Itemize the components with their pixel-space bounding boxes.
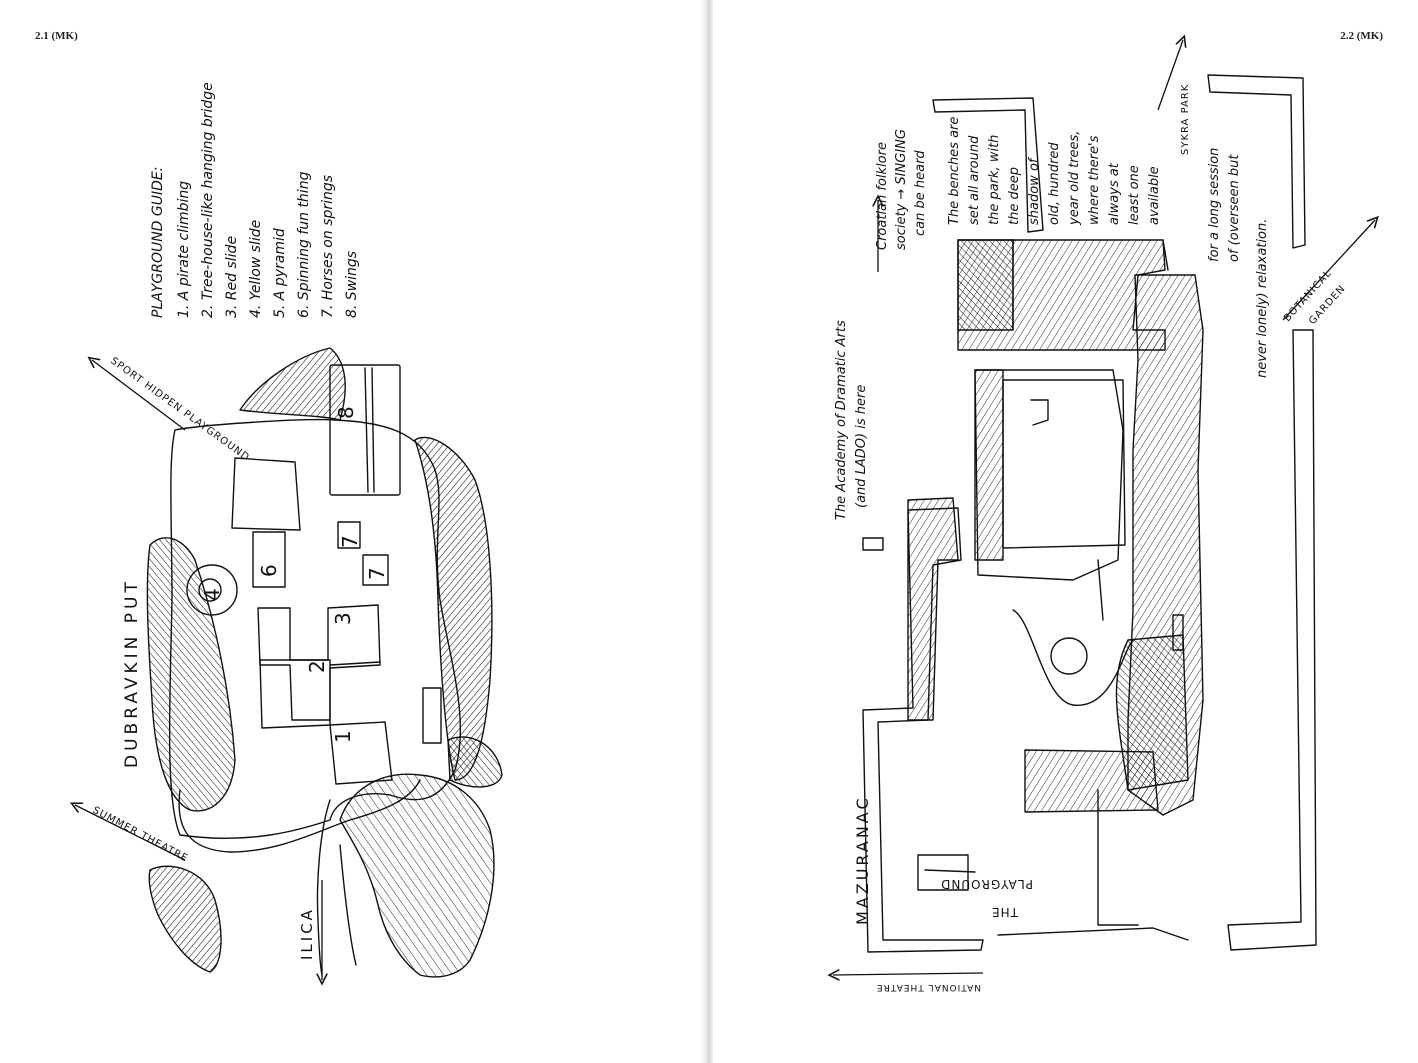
ilica-road — [318, 800, 331, 975]
street-ilica: ILICA — [298, 907, 316, 960]
equipment-6-circle — [187, 565, 237, 615]
playground-label-name: PLAYGROUND — [940, 877, 1033, 891]
arc-inner — [340, 845, 356, 965]
guide-title: PLAYGROUND GUIDE: — [150, 167, 166, 318]
playground-block — [918, 855, 968, 890]
guide-item-6: 6. Spinning fun thing — [296, 171, 312, 318]
marker-7b: 7 — [365, 567, 389, 580]
academy-note-line-1: The Academy of Dramatic Arts — [834, 320, 849, 520]
marker-8: 8 — [334, 406, 358, 419]
block-left-edge — [863, 508, 983, 952]
trees-top — [240, 348, 345, 420]
folk-note-line-3: can be heard — [913, 150, 928, 236]
equipment-7a-frame — [338, 522, 360, 548]
benches-note-line-2: set all around — [967, 135, 982, 225]
marker-3: 3 — [331, 612, 355, 625]
block-right-edge — [1228, 330, 1316, 950]
trees-arc — [340, 774, 494, 977]
guide-item-8: 8. Swings — [344, 251, 360, 318]
marker-6: 4 — [200, 588, 224, 601]
page-folio-right: 2.2 (MK) — [1340, 30, 1383, 42]
marker-1: 1 — [331, 730, 355, 743]
folk-note-line-2: society → SINGING — [894, 129, 909, 250]
marker-4: 6 — [257, 564, 281, 577]
left-page: 2.1 (MK) — [0, 0, 705, 1063]
park-center-inner — [1003, 380, 1125, 548]
guide-item-7: 7. Horses on springs — [320, 175, 336, 318]
page-folio-left: 2.1 (MK) — [35, 30, 78, 42]
street-mazuranac: MAZURANAC — [853, 795, 872, 925]
equipment-4-frame — [253, 532, 285, 587]
guide-item-4: 4. Yellow slide — [248, 220, 264, 318]
park-diag-hatch — [1116, 635, 1188, 790]
small-bench — [423, 688, 441, 743]
park-section-center — [975, 370, 1123, 580]
playground-sketch: 8 7 7 6 4 3 2 1 DUBRAVKIN PUT ILICA SPOR… — [0, 82, 705, 1063]
street-dubravkin-put: DUBRAVKIN PUT — [122, 578, 142, 768]
park-section-left — [908, 498, 958, 720]
benches-note-line-1: The benches are — [947, 117, 962, 225]
guide-item-5: 5. A pyramid — [272, 228, 288, 318]
benches-note-line-4: the deep — [1007, 167, 1022, 225]
park-section-center-hatch — [975, 370, 1003, 560]
trees-dubravkin — [147, 538, 235, 811]
block-top-right — [1208, 75, 1305, 248]
arrow-label-sykra-park: SYKRA PARK — [1180, 84, 1191, 155]
arrow-label-national-theatre: NATIONAL THEATRE — [876, 982, 981, 992]
park-sketch: The Academy of Dramatic Arts (and LADO) … — [713, 0, 1418, 992]
benches-note-line-3: the park, with — [987, 135, 1002, 225]
fountain — [1051, 638, 1087, 674]
marker-2: 2 — [305, 660, 329, 673]
guide-item-1: 1. A pirate climbing — [176, 181, 192, 318]
benches-note-line-9: always at — [1107, 162, 1122, 225]
benches-note-line-12: for a long session — [1207, 148, 1222, 262]
benches-note-line-8: where there's — [1087, 135, 1102, 225]
guide-item-3: 3. Red slide — [224, 236, 240, 318]
trees-right — [415, 437, 492, 780]
playground-label-the: THE — [991, 905, 1019, 919]
trees-right-dark — [448, 737, 502, 787]
equipment-8-frame — [330, 365, 400, 495]
right-page: 2.2 (MK) — [713, 0, 1418, 1063]
benches-note-line-5: shadow of — [1027, 156, 1042, 225]
benches-note-line-14: never lonely) relaxation. — [1255, 219, 1270, 378]
folk-note-line-1: Croatian folklore — [875, 142, 890, 250]
equipment-7b-frame — [363, 555, 388, 585]
arrow-label-summer-theatre: SUMMER THEATRE — [91, 805, 190, 865]
guide-item-2: 2. Tree-house-like hanging bridge — [200, 82, 216, 318]
path-loop — [179, 780, 420, 852]
arrow-label-botanical: BOTANICAL — [1282, 268, 1334, 324]
block-top-left — [933, 98, 1043, 232]
academy-note-line-2: (and LADO) is here — [854, 385, 869, 508]
benches-note-line-7: year old trees, — [1067, 131, 1082, 226]
benches-note-line-6: old, hundred — [1047, 142, 1062, 225]
benches-note-line-13: of (overseen but — [1227, 154, 1242, 262]
marker-7a: 7 — [338, 535, 362, 548]
benches-note-line-11: available — [1147, 166, 1162, 225]
small-post — [1173, 615, 1183, 650]
small-shelter — [863, 538, 883, 550]
equipment-block-top — [232, 458, 300, 530]
trees-corner — [149, 866, 221, 972]
benches-note-line-10: least one — [1127, 165, 1142, 225]
arrow-label-sport-playground: SPORT HIDPEN PLAYGROUND — [108, 356, 251, 464]
park-section-top-dark — [958, 240, 1013, 330]
equipment-1-frame — [330, 722, 392, 784]
